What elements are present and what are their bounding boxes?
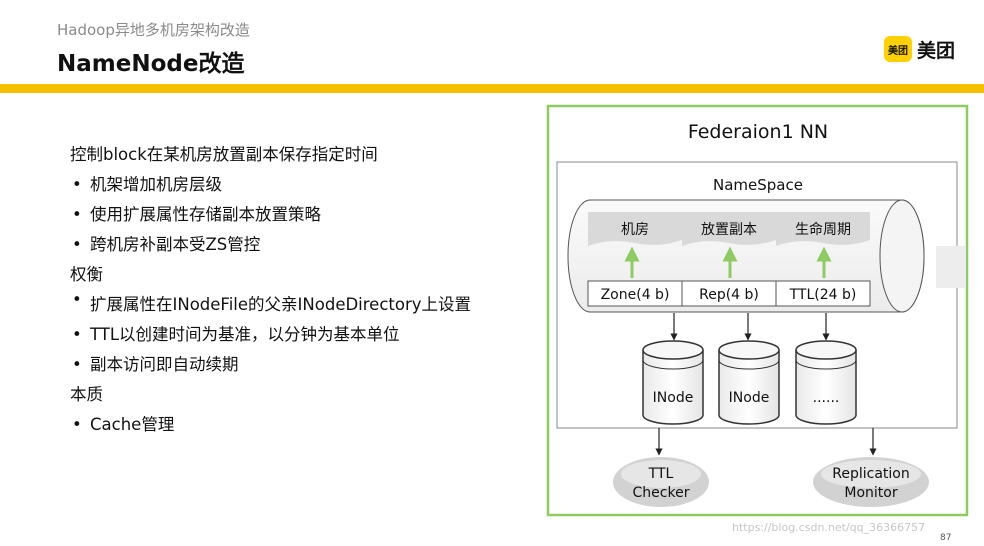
page-title: NameNode改造 [57, 51, 245, 77]
inode-label: ...... [813, 390, 840, 406]
inode-cylinder [718, 340, 780, 425]
content-bullet: 机架增加机房层级 [70, 170, 490, 200]
inode-cylinder [642, 340, 704, 425]
content-line: 权衡 [70, 265, 103, 284]
ttl-checker-label: Checker [633, 485, 690, 501]
content-bullet: TTL以创建时间为基准，以分钟为基本单位 [70, 320, 490, 350]
meituan-logo: 美团 美团 [884, 36, 955, 62]
content-bullet: 跨机房补副本受ZS管控 [70, 230, 490, 260]
side-scroll-tab[interactable] [936, 246, 966, 288]
content-bullet: 扩展属性在INodeFile的父亲INodeDirectory上设置 [70, 290, 490, 320]
ttl-checker-label: TTL [648, 466, 674, 482]
attribute-banner [588, 212, 682, 246]
inode-cylinder [795, 340, 857, 425]
logo-badge: 美团 [884, 36, 912, 62]
content-line: 控制block在某机房放置副本保存指定时间 [70, 145, 378, 164]
namespace-label: NameSpace [713, 176, 803, 194]
watermark: https://blog.csdn.net/qq_36366757 [732, 521, 926, 534]
content-line: 本质 [70, 385, 103, 404]
content-bullet: 副本访问即自动续期 [70, 350, 490, 380]
attribute-banner [776, 212, 870, 246]
attribute-label: 生命周期 [795, 221, 851, 238]
header-subtitle: Hadoop异地多机房架构改造 [57, 21, 250, 39]
replication-monitor-highlight [821, 460, 921, 488]
field-box [587, 280, 683, 307]
namespace-tube-end [879, 199, 925, 313]
replication-monitor-label: Replication [832, 466, 909, 482]
attribute-label: 机房 [621, 222, 649, 238]
attribute-banner [682, 212, 776, 246]
inode-label: INode [653, 390, 694, 406]
content-bullet: 使用扩展属性存储副本放置策略 [70, 200, 490, 230]
field-label: Zone(4 b) [601, 287, 670, 303]
content-list: 控制block在某机房放置副本保存指定时间 机架增加机房层级 使用扩展属性存储副… [70, 140, 490, 440]
logo-text: 美团 [917, 39, 956, 62]
field-label: TTL(24 b) [789, 287, 857, 303]
attribute-label: 放置副本 [701, 222, 757, 238]
title-underline-bar [0, 84, 984, 93]
federation-title: Federaion1 NN [688, 121, 828, 143]
content-bullet: Cache管理 [70, 410, 490, 440]
replication-monitor-label: Monitor [844, 485, 897, 501]
field-box [775, 280, 871, 307]
field-label: Rep(4 b) [699, 287, 759, 303]
page-number: 87 [940, 533, 952, 543]
inode-label: INode [729, 390, 770, 406]
ttl-checker-highlight [621, 460, 701, 488]
